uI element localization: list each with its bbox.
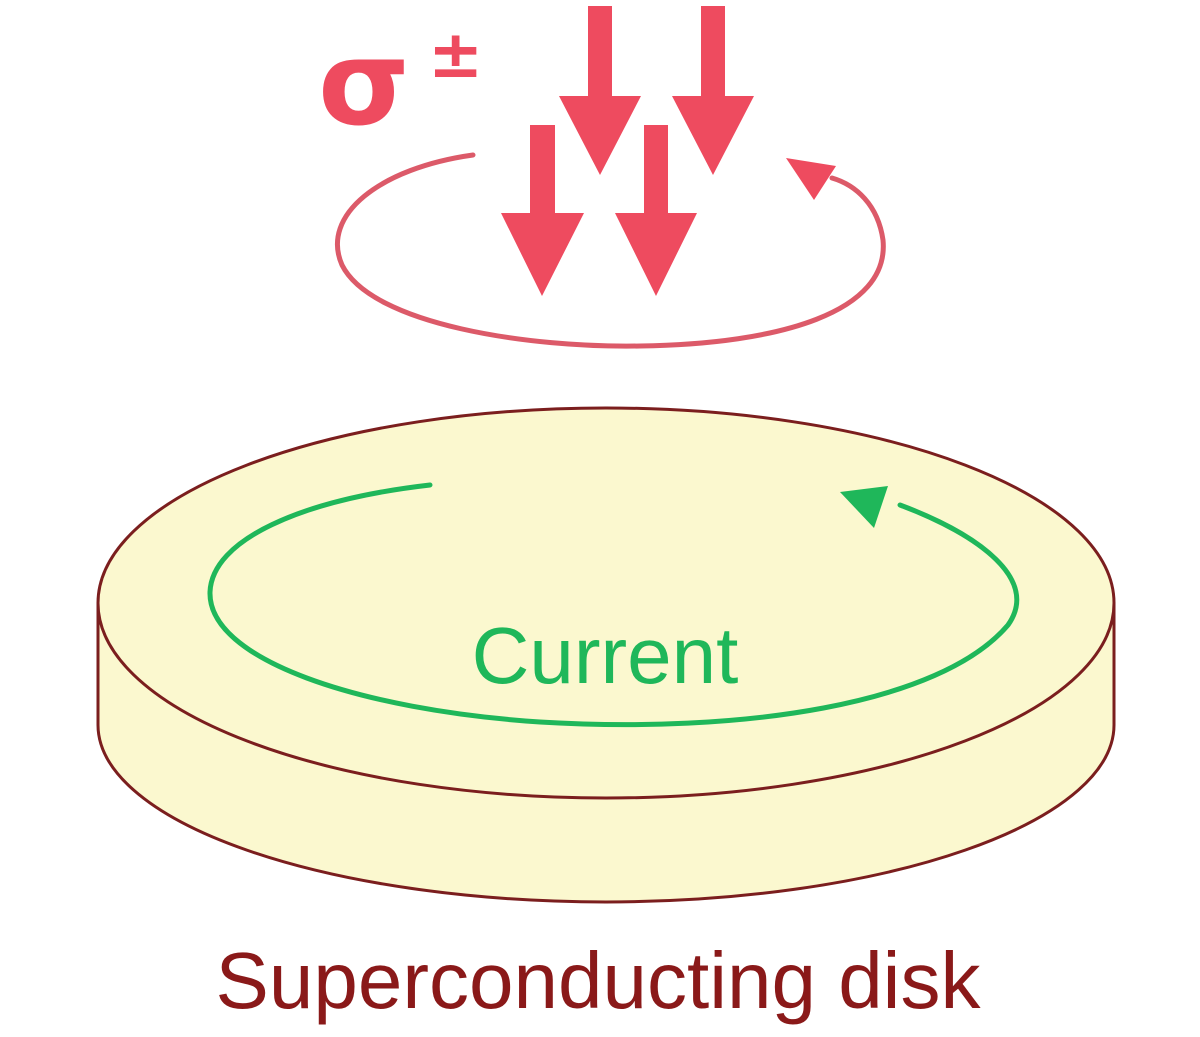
down-arrow-icon: [501, 125, 584, 296]
polarization-rotation: [334, 152, 886, 349]
disk-caption: Superconducting disk: [216, 936, 982, 1025]
sigma-symbol: σ: [318, 14, 410, 152]
down-arrow-icon: [672, 6, 754, 175]
polarization-label: σ ±: [318, 14, 483, 152]
plus-minus-superscript: ±: [428, 16, 483, 93]
current-loop-curve: [207, 482, 1020, 728]
disk-top-surface: [96, 406, 1116, 800]
current-label: Current: [472, 611, 739, 700]
induced-current: Current: [207, 482, 1020, 728]
down-arrow-icon: [559, 6, 641, 175]
polarization-orbit-curve: [334, 152, 886, 349]
down-arrow-icon: [615, 125, 697, 296]
incident-light-arrows: [501, 6, 754, 296]
current-arrowhead-icon: [840, 486, 888, 528]
polarization-orbit-arrowhead-icon: [786, 158, 836, 200]
